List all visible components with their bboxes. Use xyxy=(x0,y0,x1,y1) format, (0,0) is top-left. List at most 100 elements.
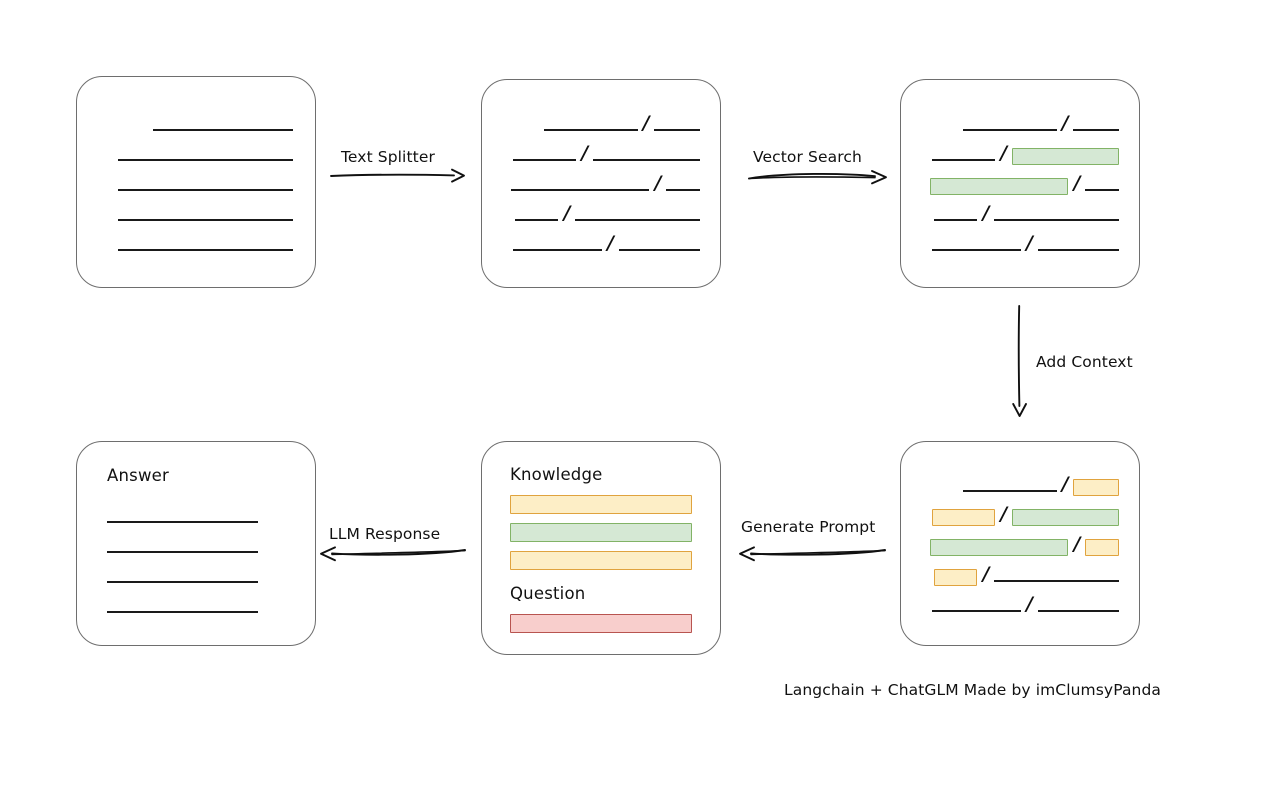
text-line-row: / xyxy=(502,227,700,257)
edge-text-splitter xyxy=(330,168,466,184)
segment-slash: / xyxy=(1000,503,1008,525)
edge-vector-search-label: Vector Search xyxy=(753,148,862,166)
segment-highlight-yellow xyxy=(933,569,978,586)
text-line-row: / xyxy=(502,167,700,197)
node-generated-prompt[interactable]: Knowledge Question xyxy=(481,441,721,655)
segment-rule xyxy=(118,159,293,161)
text-line-row: / xyxy=(921,137,1119,167)
segment-rule xyxy=(107,521,258,523)
segment-highlight-yellow xyxy=(931,509,996,526)
text-line-row xyxy=(99,197,293,227)
edge-add-context xyxy=(1011,305,1029,417)
segment-highlight-green xyxy=(1012,509,1119,526)
node-split-chunks[interactable]: / / / / / xyxy=(481,79,721,288)
text-line-row: / xyxy=(921,588,1119,618)
text-line-row xyxy=(99,227,293,257)
text-line-row xyxy=(99,107,293,137)
segment-rule xyxy=(1073,129,1119,131)
segment-slash: / xyxy=(1061,473,1069,495)
node-source-document[interactable] xyxy=(76,76,316,288)
text-line-row: / xyxy=(921,227,1119,257)
prompt-bar-yellow xyxy=(510,495,692,514)
segment-rule xyxy=(107,551,258,553)
segment-rule xyxy=(618,249,700,251)
text-line-row xyxy=(107,589,291,619)
segment-rule xyxy=(931,159,996,161)
text-line-row: / xyxy=(921,498,1119,528)
segment-rule xyxy=(510,189,650,191)
segment-highlight-yellow xyxy=(1085,539,1119,556)
segment-rule xyxy=(118,249,293,251)
segment-slash: / xyxy=(982,202,990,224)
edge-llm-response xyxy=(320,545,466,563)
edge-text-splitter-label: Text Splitter xyxy=(341,148,435,166)
prompt-bar-red xyxy=(510,614,692,633)
segment-rule xyxy=(153,129,293,131)
segment-highlight-green xyxy=(1012,148,1119,165)
text-line-row: / xyxy=(921,167,1119,197)
node-answer[interactable]: Answer xyxy=(76,441,316,646)
segment-rule xyxy=(963,129,1057,131)
segment-rule xyxy=(931,610,1021,612)
segment-slash: / xyxy=(606,232,614,254)
segment-highlight-yellow xyxy=(1073,479,1119,496)
segment-slash: / xyxy=(654,172,662,194)
segment-rule xyxy=(107,611,258,613)
segment-rule xyxy=(107,581,258,583)
segment-rule xyxy=(544,129,638,131)
segment-slash: / xyxy=(1025,593,1033,615)
segment-highlight-green xyxy=(929,539,1069,556)
edge-vector-search xyxy=(748,168,888,186)
text-line-row xyxy=(99,167,293,197)
segment-rule xyxy=(118,189,293,191)
knowledge-label: Knowledge xyxy=(510,465,603,484)
text-line-row xyxy=(99,137,293,167)
edge-generate-prompt-label: Generate Prompt xyxy=(741,518,876,536)
segment-rule xyxy=(933,219,978,221)
node-context-added[interactable]: / / / / / xyxy=(900,441,1140,646)
context-added-lines: / / / / / xyxy=(921,468,1119,618)
segment-rule xyxy=(118,219,293,221)
segment-rule xyxy=(512,249,602,251)
text-line-row: / xyxy=(921,197,1119,227)
segment-rule xyxy=(1085,189,1119,191)
text-line-row: / xyxy=(921,528,1119,558)
text-line-row: / xyxy=(921,107,1119,137)
segment-slash: / xyxy=(982,563,990,585)
segment-highlight-green xyxy=(929,178,1069,195)
node-vector-matches[interactable]: / / / / / xyxy=(900,79,1140,288)
source-document-lines xyxy=(99,107,293,257)
prompt-bar-yellow xyxy=(510,551,692,570)
segment-slash: / xyxy=(581,142,589,164)
segment-rule xyxy=(994,580,1119,582)
edge-llm-response-label: LLM Response xyxy=(329,525,441,543)
vector-matches-lines: / / / / / xyxy=(921,107,1119,257)
answer-label: Answer xyxy=(107,466,169,485)
segment-rule xyxy=(514,219,559,221)
text-line-row: / xyxy=(502,137,700,167)
segment-rule xyxy=(575,219,700,221)
question-label: Question xyxy=(510,584,586,603)
segment-rule xyxy=(654,129,700,131)
prompt-bar-green xyxy=(510,523,692,542)
segment-slash: / xyxy=(642,112,650,134)
text-line-row xyxy=(107,529,291,559)
segment-slash: / xyxy=(1073,533,1081,555)
answer-lines xyxy=(107,499,291,619)
segment-rule xyxy=(512,159,577,161)
segment-rule xyxy=(1037,610,1119,612)
footer-credit: Langchain + ChatGLM Made by imClumsyPand… xyxy=(784,681,1162,699)
text-line-row xyxy=(107,559,291,589)
split-chunks-lines: / / / / / xyxy=(502,107,700,257)
text-line-row: / xyxy=(502,197,700,227)
text-line-row: / xyxy=(921,468,1119,498)
edge-add-context-label: Add Context xyxy=(1036,353,1133,371)
segment-slash: / xyxy=(1061,112,1069,134)
segment-slash: / xyxy=(1000,142,1008,164)
segment-rule xyxy=(593,159,700,161)
segment-rule xyxy=(963,490,1057,492)
segment-rule xyxy=(931,249,1021,251)
segment-slash: / xyxy=(1073,172,1081,194)
segment-slash: / xyxy=(563,202,571,224)
